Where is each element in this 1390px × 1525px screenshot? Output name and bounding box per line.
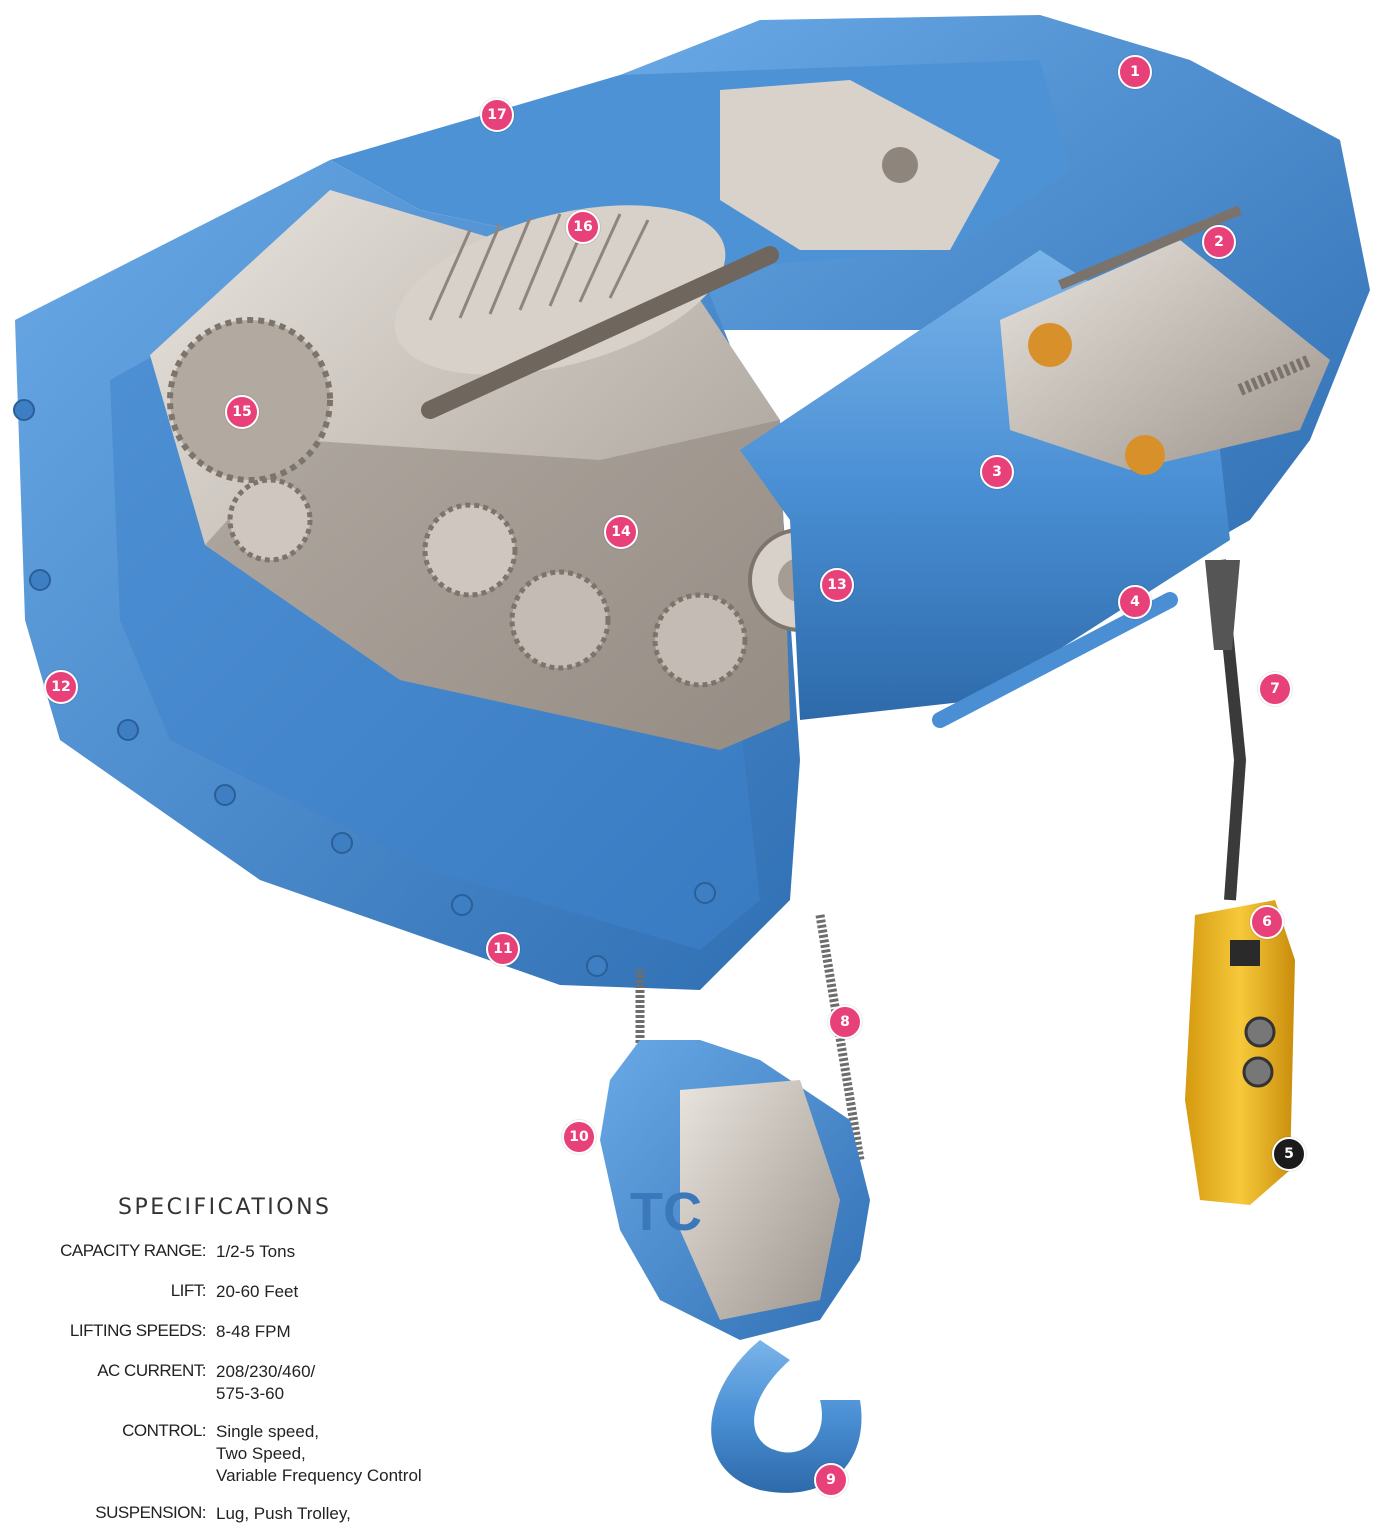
rope-drum (394, 205, 726, 375)
spec-label: SUSPENSION: (95, 1503, 206, 1522)
spec-value: 20-60 Feet (216, 1282, 299, 1301)
callout-2: 2 (1202, 225, 1236, 259)
callout-4: 4 (1118, 585, 1152, 619)
spec-row-control: CONTROL: Single speed, Two Speed, Variab… (0, 1421, 476, 1487)
callout-3: 3 (980, 455, 1014, 489)
pendant-control (1185, 900, 1295, 1205)
callout-17: 17 (480, 98, 514, 132)
spec-label: AC CURRENT: (97, 1361, 206, 1380)
callout-7: 7 (1258, 672, 1292, 706)
spec-value: 8-48 FPM (216, 1322, 291, 1341)
callout-5: 5 (1272, 1137, 1306, 1171)
spec-row-suspension: SUSPENSION: Lug, Push Trolley, (0, 1503, 476, 1525)
spec-value: 1/2-5 Tons (216, 1242, 296, 1261)
spec-value: Single speed, Two Speed, Variable Freque… (216, 1422, 422, 1485)
callout-9: 9 (814, 1463, 848, 1497)
callout-14: 14 (604, 515, 638, 549)
motor-cutaway (1000, 240, 1330, 470)
callout-13: 13 (820, 568, 854, 602)
suspension-lug (720, 80, 1000, 250)
callout-1: 1 (1118, 55, 1152, 89)
spec-label: LIFTING SPEEDS: (69, 1321, 207, 1340)
spec-value: Lug, Push Trolley, (216, 1504, 351, 1523)
callout-16: 16 (566, 210, 600, 244)
specifications-title: SPECIFICATIONS (118, 1195, 332, 1220)
spec-row-lifting-speeds: LIFTING SPEEDS: 8-48 FPM (0, 1321, 476, 1343)
spec-label: LIFT: (170, 1281, 207, 1300)
callout-15: 15 (225, 395, 259, 429)
spec-row-ac-current: AC CURRENT: 208/230/460/ 575-3-60 (0, 1361, 476, 1405)
callout-8: 8 (828, 1005, 862, 1039)
callout-10: 10 (562, 1120, 596, 1154)
callout-6: 6 (1250, 905, 1284, 939)
spec-label: CONTROL: (122, 1421, 206, 1440)
callout-12: 12 (44, 670, 78, 704)
spec-row-lift: LIFT: 20-60 Feet (0, 1281, 476, 1303)
spec-value: 208/230/460/ 575-3-60 (216, 1362, 316, 1403)
lifting-hook (711, 1340, 862, 1493)
spec-label: CAPACITY RANGE: (60, 1241, 206, 1260)
hook-block-letters: TC (630, 1182, 702, 1242)
callout-11: 11 (486, 932, 520, 966)
spec-row-capacity: CAPACITY RANGE: 1/2-5 Tons (0, 1241, 476, 1263)
